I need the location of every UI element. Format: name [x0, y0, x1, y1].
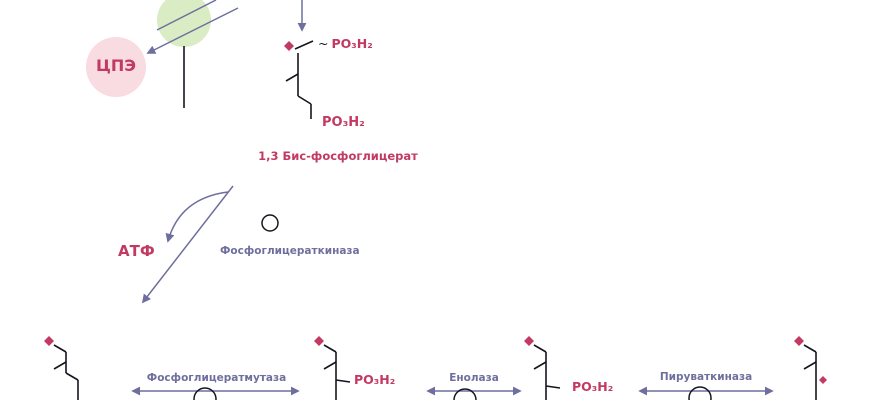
enzyme-circle: [453, 388, 477, 400]
enolase-label: Енолаза: [449, 372, 499, 384]
bond-diamond-icon: [524, 336, 534, 346]
flow-arrows: [131, 0, 774, 396]
pg2-phosphate-label: PO₃H₂: [354, 372, 396, 387]
enzyme-circle: [261, 214, 279, 232]
phosphate-text: PO₃H₂: [331, 36, 373, 51]
bond-diamond-icon: [314, 336, 324, 346]
bond-diamond-icons: [44, 41, 827, 384]
cpe-label: ЦПЭ: [96, 56, 136, 75]
bisphosphoglycerate-label: 1,3 Бис-фосфоглицерат: [258, 149, 418, 163]
bpg-phosphate-top-label: ~PO₃H₂: [318, 37, 373, 51]
cpe-circle: [86, 37, 146, 97]
skeletal-structures: [53, 40, 817, 400]
high-energy-bond-tilde: ~: [318, 36, 329, 51]
membrane-ellipse: [157, 0, 211, 47]
pep-phosphate-label: PO₃H₂: [572, 379, 614, 394]
enzyme-circle: [688, 386, 712, 400]
phosphoglycerate-mutase-label: Фосфоглицератмутаза: [146, 372, 287, 384]
pyruvate-kinase-label: Пируваткиназа: [659, 371, 753, 383]
bond-diamond-icon: [794, 336, 804, 346]
bond-diamond-icon: [284, 41, 294, 51]
atp-label: АТФ: [118, 242, 155, 260]
enzyme-circle: [193, 387, 217, 400]
bond-diamond-icon: [819, 376, 827, 384]
enzyme-circles: [193, 214, 712, 400]
phosphoglycerate-kinase-label: Фосфоглицераткиназа: [220, 245, 360, 257]
bpg-phosphate-bottom-label: PO₃H₂: [322, 115, 365, 130]
bond-diamond-icon: [44, 336, 54, 346]
